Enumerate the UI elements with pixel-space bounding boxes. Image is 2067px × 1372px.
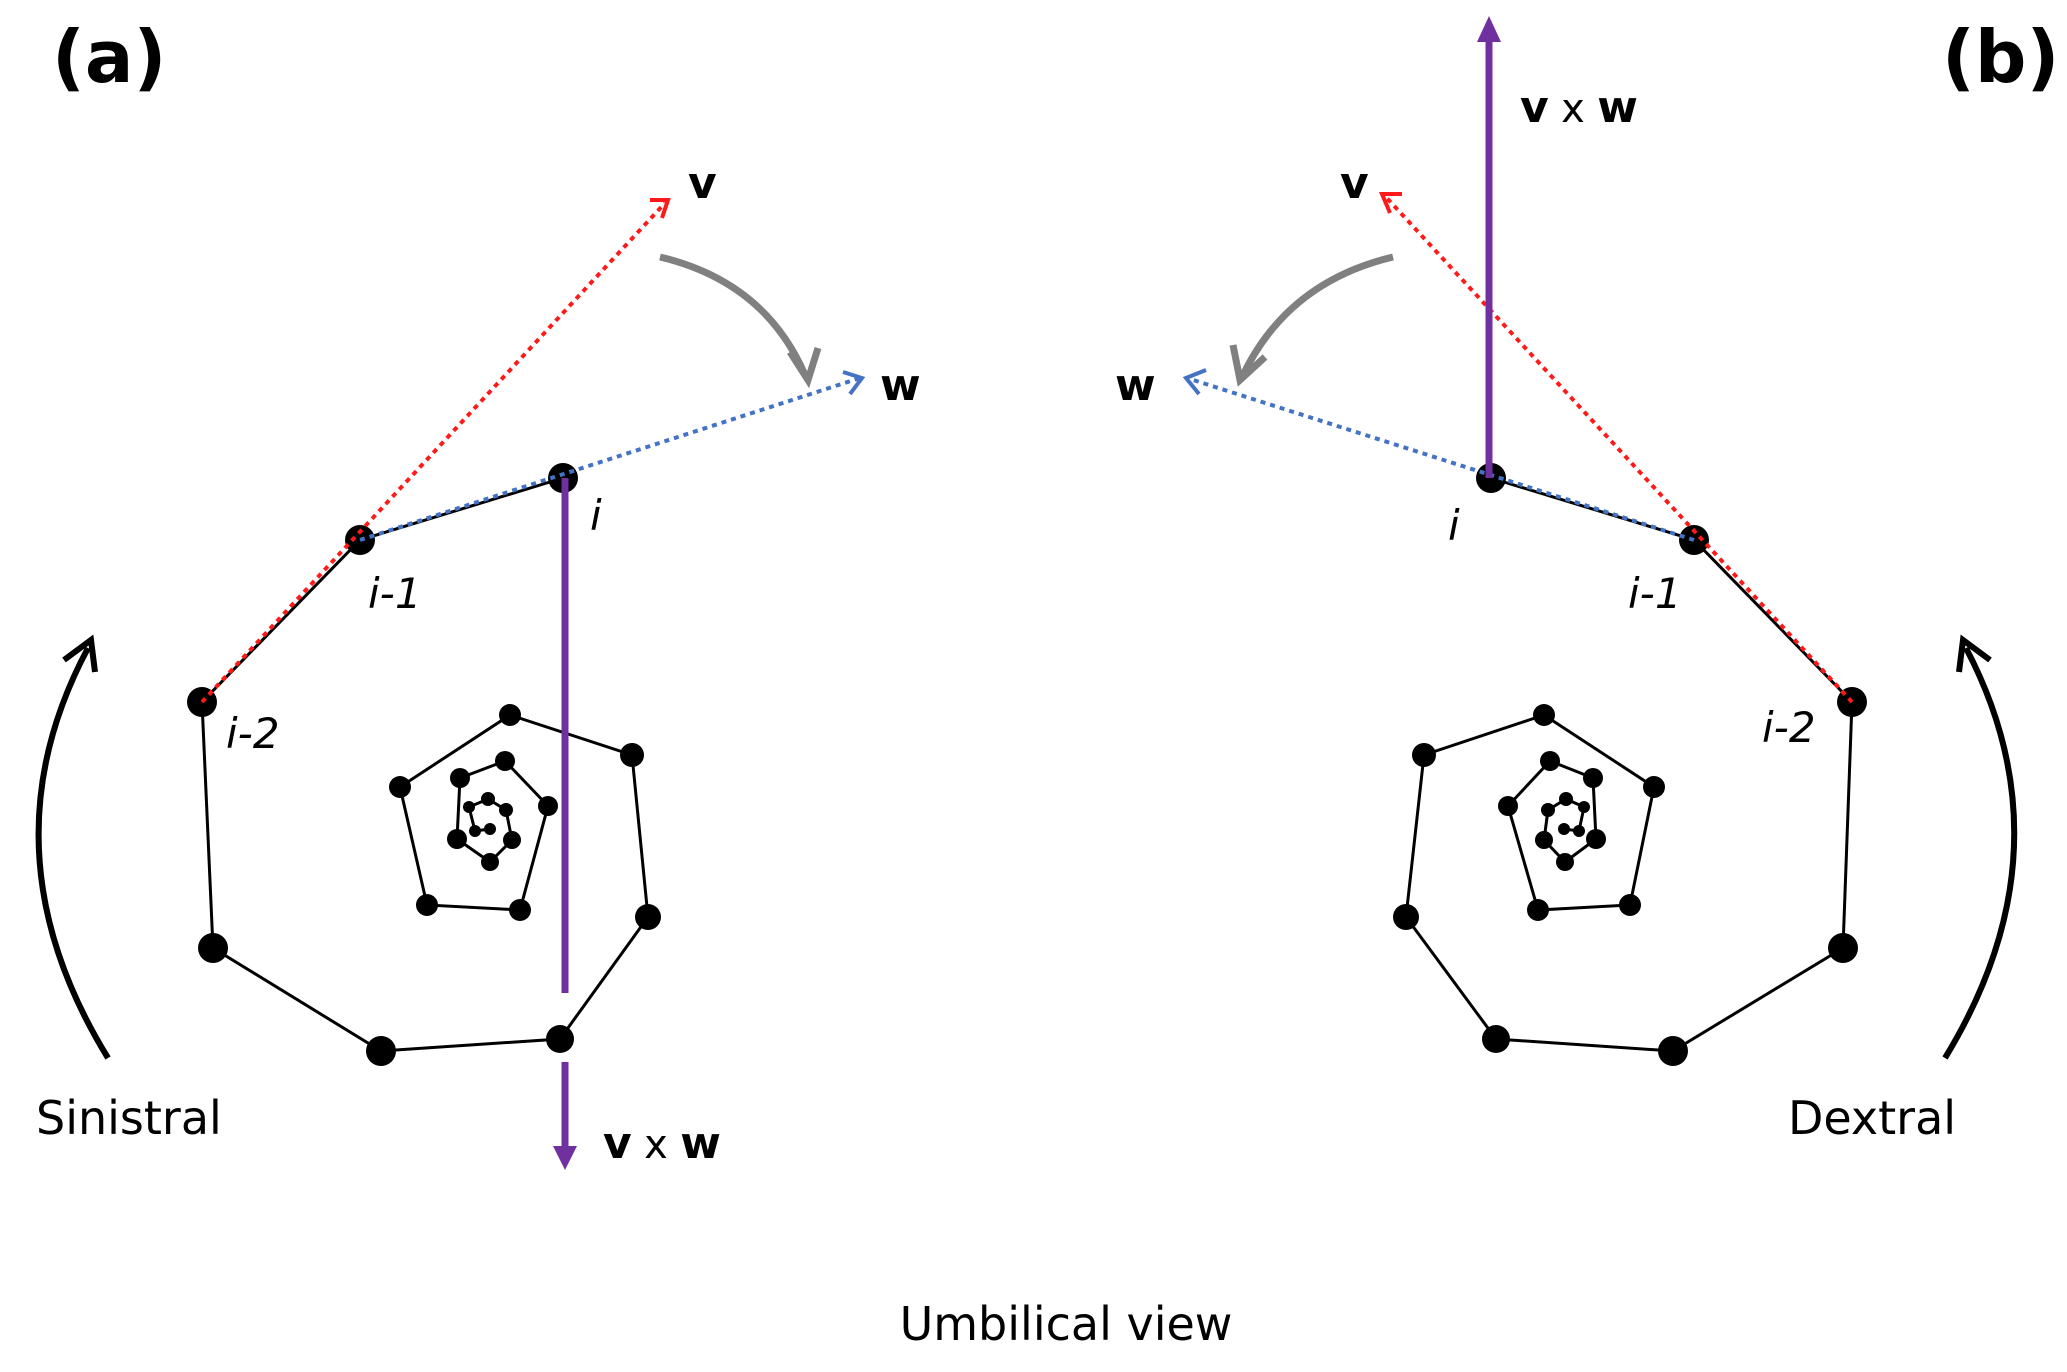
spiral-node bbox=[1541, 803, 1555, 817]
cross-product-arrowhead bbox=[553, 1146, 577, 1170]
spiral-node bbox=[495, 751, 515, 771]
spiral-node bbox=[1498, 796, 1518, 816]
spiral-node bbox=[450, 768, 470, 788]
rotation-arrowhead bbox=[1229, 344, 1268, 387]
spiral-node bbox=[546, 1025, 574, 1053]
cross-product-arrowhead bbox=[1477, 16, 1501, 42]
spiral-node bbox=[1643, 776, 1665, 798]
spiral-node bbox=[1558, 823, 1570, 835]
label-i-minus-2: i-2 bbox=[226, 709, 280, 758]
spiral-node bbox=[1586, 829, 1606, 849]
spiral-node bbox=[509, 899, 531, 921]
spiral-a bbox=[200, 476, 650, 1053]
vector-w-arrowhead bbox=[1182, 368, 1207, 396]
spiral-node bbox=[1540, 751, 1560, 771]
spiral-node bbox=[1573, 825, 1585, 837]
spiral-node bbox=[1559, 792, 1573, 806]
label-i-minus-1: i-1 bbox=[368, 569, 422, 618]
spiral-node bbox=[1393, 904, 1419, 930]
vector-w bbox=[1186, 376, 1695, 542]
spiral-b bbox=[1404, 476, 1854, 1053]
spiral-a-outer-path bbox=[200, 476, 650, 1053]
panel-a: (a) bbox=[35, 15, 921, 1170]
spiral-node bbox=[503, 831, 521, 849]
label-i: i bbox=[1448, 501, 1460, 550]
vector-w-arrowhead bbox=[842, 370, 866, 396]
vector-v-label: v bbox=[1340, 158, 1369, 209]
vector-v bbox=[1383, 194, 1854, 704]
spiral-node bbox=[635, 904, 661, 930]
panel-a-label: (a) bbox=[52, 15, 166, 99]
vector-w-label: w bbox=[880, 360, 921, 411]
spiral-node bbox=[620, 743, 644, 767]
spiral-node bbox=[1527, 899, 1549, 921]
vector-v-arrowhead bbox=[650, 198, 671, 219]
figure-caption: Umbilical view bbox=[900, 1297, 1233, 1351]
spiral-node bbox=[481, 853, 499, 871]
spiral-node bbox=[366, 1036, 396, 1066]
vector-w bbox=[359, 376, 861, 542]
spiral-node bbox=[416, 894, 438, 916]
spiral-node bbox=[481, 792, 495, 806]
spiral-node bbox=[538, 796, 558, 816]
spiral-b-nodes bbox=[1393, 463, 1867, 1066]
spiral-node bbox=[198, 933, 228, 963]
label-i: i bbox=[590, 491, 602, 540]
spiral-node bbox=[1828, 933, 1858, 963]
panel-b: (b) bbox=[1115, 15, 2059, 1145]
spiral-node bbox=[499, 704, 521, 726]
spiral-node bbox=[389, 776, 411, 798]
rotation-arrowhead bbox=[787, 346, 822, 389]
label-i-minus-2: i-2 bbox=[1762, 703, 1816, 752]
label-i-minus-1: i-1 bbox=[1628, 569, 1682, 618]
spiral-b-outer-path bbox=[1404, 476, 1854, 1053]
vector-v-label: v bbox=[688, 158, 717, 209]
spiral-node bbox=[1533, 704, 1555, 726]
spiral-a-nodes bbox=[187, 463, 661, 1066]
vector-v bbox=[200, 201, 667, 704]
direction-label-sinistral: Sinistral bbox=[36, 1091, 222, 1145]
spiral-node bbox=[1412, 743, 1436, 767]
spiral-node bbox=[1556, 853, 1574, 871]
spiral-node bbox=[1619, 894, 1641, 916]
vector-v-arrowhead bbox=[1378, 192, 1402, 214]
direction-arrow-dextral bbox=[1942, 646, 2018, 1060]
direction-arrowhead bbox=[1956, 634, 1992, 673]
cross-product-label: v x w bbox=[1520, 82, 1638, 133]
panel-b-label: (b) bbox=[1942, 15, 2059, 99]
direction-arrow-sinistral bbox=[35, 646, 111, 1060]
vector-w-label: w bbox=[1115, 360, 1156, 411]
spiral-node bbox=[1482, 1025, 1510, 1053]
spiral-node bbox=[484, 823, 496, 835]
spiral-node bbox=[1535, 831, 1553, 849]
direction-arrowhead bbox=[62, 634, 98, 673]
spiral-node bbox=[463, 801, 475, 813]
cross-product-label: v x w bbox=[603, 1118, 721, 1169]
spiral-node bbox=[499, 803, 513, 817]
spiral-node bbox=[447, 829, 467, 849]
rotation-arrow bbox=[1239, 253, 1394, 377]
spiral-node bbox=[1578, 801, 1590, 813]
spiral-node bbox=[1658, 1036, 1688, 1066]
direction-label-dextral: Dextral bbox=[1788, 1091, 1956, 1145]
spiral-node bbox=[1583, 768, 1603, 788]
spiral-node bbox=[469, 825, 481, 837]
rotation-arrow bbox=[659, 253, 809, 377]
